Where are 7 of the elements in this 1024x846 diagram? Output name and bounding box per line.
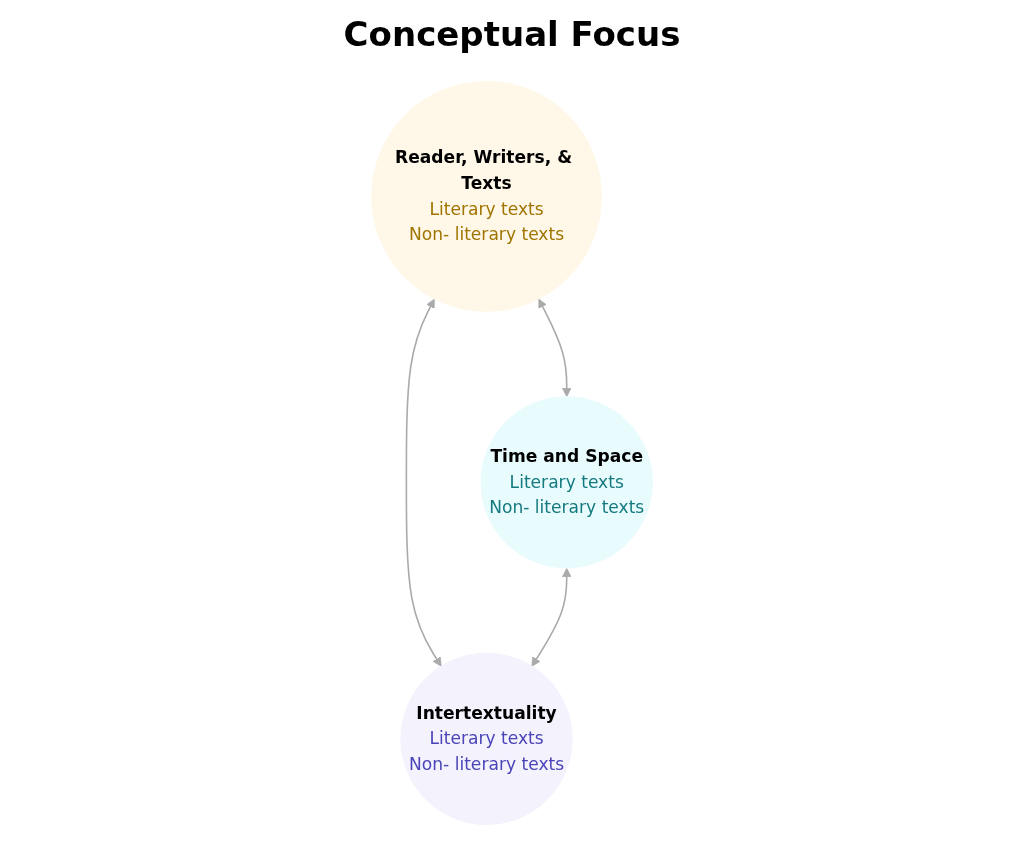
arrow: [531, 567, 572, 667]
node-circle: Reader, Writers, & Texts Literary texts Non- literary texts: [371, 81, 602, 312]
arrow: [538, 298, 572, 398]
center-label: Conceptual Focus: [343, 14, 681, 54]
node-circle: Intertextuality Literary texts Non- literary texts: [400, 652, 573, 825]
node-circle: Time and Space Literary texts Non- literary texts: [480, 396, 653, 569]
arrow: [405, 298, 442, 667]
